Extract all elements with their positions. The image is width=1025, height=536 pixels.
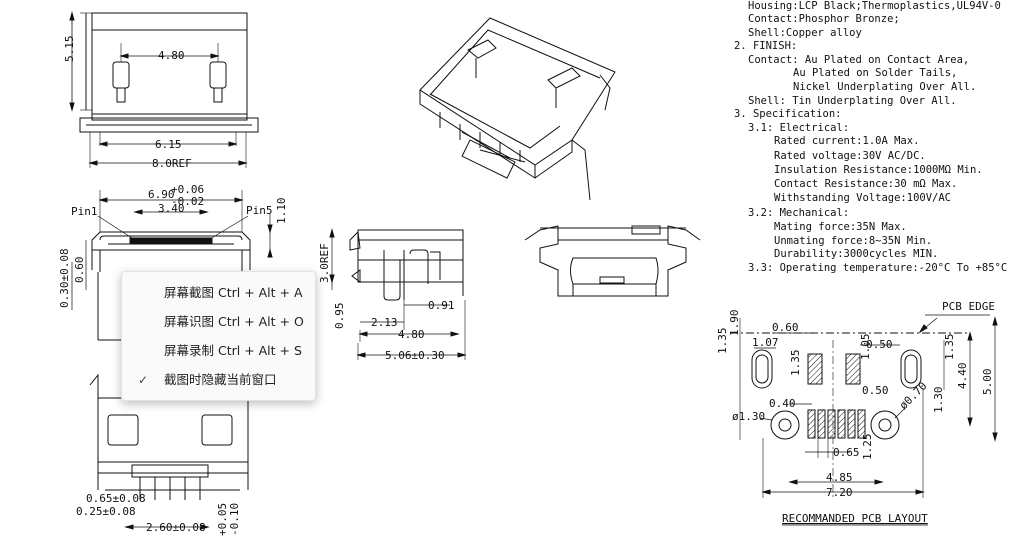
pcb-d-500: 5.00 — [981, 369, 994, 396]
pcb-d-130-left: ø1.30 — [732, 410, 765, 423]
bottom-view: 0.65±0.08 0.25±0.08 2.60±0.08 +0.05 -0.1… — [76, 373, 249, 536]
note-line-12: Insulation Resistance:1000MΩ Min. — [774, 164, 983, 176]
note-line-1: Contact:Phosphor Bronze; — [748, 13, 900, 25]
spec-notes: Housing:LCP Black;Thermoplastics,UL94V-0… — [734, 0, 1007, 274]
menu-item-screen-recognize[interactable]: 屏幕识图 Ctrl + Alt + O — [122, 309, 315, 335]
side-left-offset: 0.95 — [333, 303, 346, 330]
front-left-height-a: 0.30±0.08 — [58, 248, 71, 308]
side-view: 3.0REF 0.95 2.13 0.91 4.80 5.06±0.30 — [318, 228, 467, 362]
note-line-0: Housing:LCP Black;Thermoplastics,UL94V-0 — [748, 0, 1001, 12]
pad-right-oval — [900, 349, 922, 389]
pin-pad-5 — [847, 409, 856, 439]
note-line-11: Rated voltage:30V AC/DC. — [774, 150, 926, 162]
note-line-4: Contact: Au Plated on Contact Area, — [748, 54, 969, 66]
top-view: 5.15 4.80 6.15 8.0REF — [63, 11, 259, 170]
bottom-span: 2.60±0.08 — [146, 521, 206, 534]
menu-label-hide-window: 截图时隐藏当前窗口 — [164, 372, 277, 387]
pin-pad-3 — [827, 409, 836, 439]
menu-label-screenshot: 屏幕截图 Ctrl + Alt + A — [164, 285, 303, 300]
note-line-5: Au Plated on Solder Tails, — [793, 67, 957, 79]
pcb-d-050-top: 0.50 — [866, 338, 893, 351]
pcb-d-440: 4.40 — [956, 363, 969, 390]
note-line-14: Withstanding Voltage:100V/AC — [774, 192, 951, 204]
pcb-d-070: ø0.70 — [897, 380, 930, 413]
front-width-tol-minus: -0.02 — [171, 195, 204, 208]
pcb-d-107: 1.07 — [752, 336, 779, 349]
note-line-13: Contact Resistance:30 mΩ Max. — [774, 178, 957, 190]
pcb-d-135-right: 1.35 — [943, 334, 956, 361]
note-line-18: Durability:3000cycles MIN. — [774, 248, 938, 260]
note-line-3: 2. FINISH: — [734, 40, 797, 52]
note-line-8: 3. Specification: — [734, 108, 841, 120]
pcb-d-135-left: 1.35 — [716, 328, 729, 355]
note-line-6: Nickel Underplating Over All. — [793, 81, 976, 93]
hole-right — [870, 410, 900, 440]
side-d2: 0.91 — [428, 299, 455, 312]
front-width: 6.90 — [148, 188, 175, 201]
side-d1: 2.13 — [371, 316, 398, 329]
pcb-d-720: 7.20 — [826, 486, 853, 499]
bottom-pitch: 0.65±0.08 — [86, 492, 146, 505]
pcb-layout: PCB EDGE 1.90 0.60 1.07 1.35 1.35 1.05 0… — [716, 300, 998, 526]
pcb-d-135-mid: 1.35 — [789, 350, 802, 377]
note-line-9: 3.1: Electrical: — [748, 122, 849, 134]
checkmark-icon: ✓ — [138, 373, 149, 387]
menu-item-hide-window[interactable]: ✓ 截图时隐藏当前窗口 — [122, 367, 315, 393]
pcb-d-065: 0.65 — [833, 446, 860, 459]
note-line-2: Shell:Copper alloy — [748, 27, 862, 39]
side-ref-height: 3.0REF — [318, 243, 331, 283]
iso-view — [419, 17, 616, 201]
pad-left-oval — [751, 349, 773, 389]
screenshot-context-menu: 屏幕截图 Ctrl + Alt + A 屏幕识图 Ctrl + Alt + O … — [121, 271, 316, 401]
pcb-d-130-right: 1.30 — [932, 387, 945, 414]
pcb-d-060: 0.60 — [772, 321, 799, 334]
pcb-d-105: 1.05 — [859, 334, 872, 361]
front-view: 6.90 +0.06 -0.02 3.40 Pin1 Pin5 1.10 0.3… — [58, 183, 288, 341]
note-line-16: Mating force:35N Max. — [774, 221, 907, 233]
front-width-tol-plus: +0.06 — [171, 183, 204, 196]
top-base-width: 6.15 — [155, 138, 182, 151]
bottom-tol-a: +0.05 — [216, 503, 229, 536]
note-line-19: 3.3: Operating temperature:-20°C To +85°… — [748, 262, 1007, 274]
bottom-pin-width: 0.25±0.08 — [76, 505, 136, 518]
pcb-d-050-mid: 0.50 — [862, 384, 889, 397]
pin-pad-6 — [857, 409, 866, 439]
pcb-d-040: 0.40 — [769, 397, 796, 410]
menu-item-screenshot[interactable]: 屏幕截图 Ctrl + Alt + A — [122, 280, 315, 306]
note-line-15: 3.2: Mechanical: — [748, 207, 849, 219]
pad-mid-right — [845, 353, 861, 385]
pin5-label: Pin5 — [246, 204, 273, 217]
pad-mid-left — [807, 353, 823, 385]
pin1-label: Pin1 — [71, 205, 98, 218]
front-right-height: 1.10 — [275, 198, 288, 225]
rear-view — [524, 225, 701, 297]
pin-pad-1 — [807, 409, 816, 439]
menu-item-screen-record[interactable]: 屏幕录制 Ctrl + Alt + S — [122, 338, 315, 364]
note-line-17: Unmating force:8~35N Min. — [774, 235, 932, 247]
top-pad-spacing: 4.80 — [158, 49, 185, 62]
pin-pad-2 — [817, 409, 826, 439]
front-left-height-b: 0.60 — [73, 257, 86, 284]
top-height: 5.15 — [63, 36, 76, 63]
front-inner-width: 3.40 — [158, 202, 185, 215]
menu-label-screen-recognize: 屏幕识图 Ctrl + Alt + O — [164, 314, 304, 329]
side-overall: 5.06±0.30 — [385, 349, 445, 362]
side-d3: 4.80 — [398, 328, 425, 341]
hole-left — [770, 410, 800, 440]
pcb-edge-label: PCB EDGE — [942, 300, 995, 313]
note-line-7: Shell: Tin Underplating Over All. — [748, 95, 957, 107]
menu-label-screen-record: 屏幕录制 Ctrl + Alt + S — [164, 343, 302, 358]
note-line-10: Rated current:1.0A Max. — [774, 135, 919, 147]
pin-pad-4 — [837, 409, 846, 439]
pcb-layout-title: RECOMMANDED PCB LAYOUT — [782, 512, 928, 525]
pcb-d-190: 1.90 — [728, 310, 741, 337]
pcb-d-125: 1.25 — [861, 434, 874, 461]
bottom-tol-b: -0.10 — [228, 503, 241, 536]
top-overall-ref: 8.0REF — [152, 157, 192, 170]
pcb-d-485: 4.85 — [826, 471, 853, 484]
